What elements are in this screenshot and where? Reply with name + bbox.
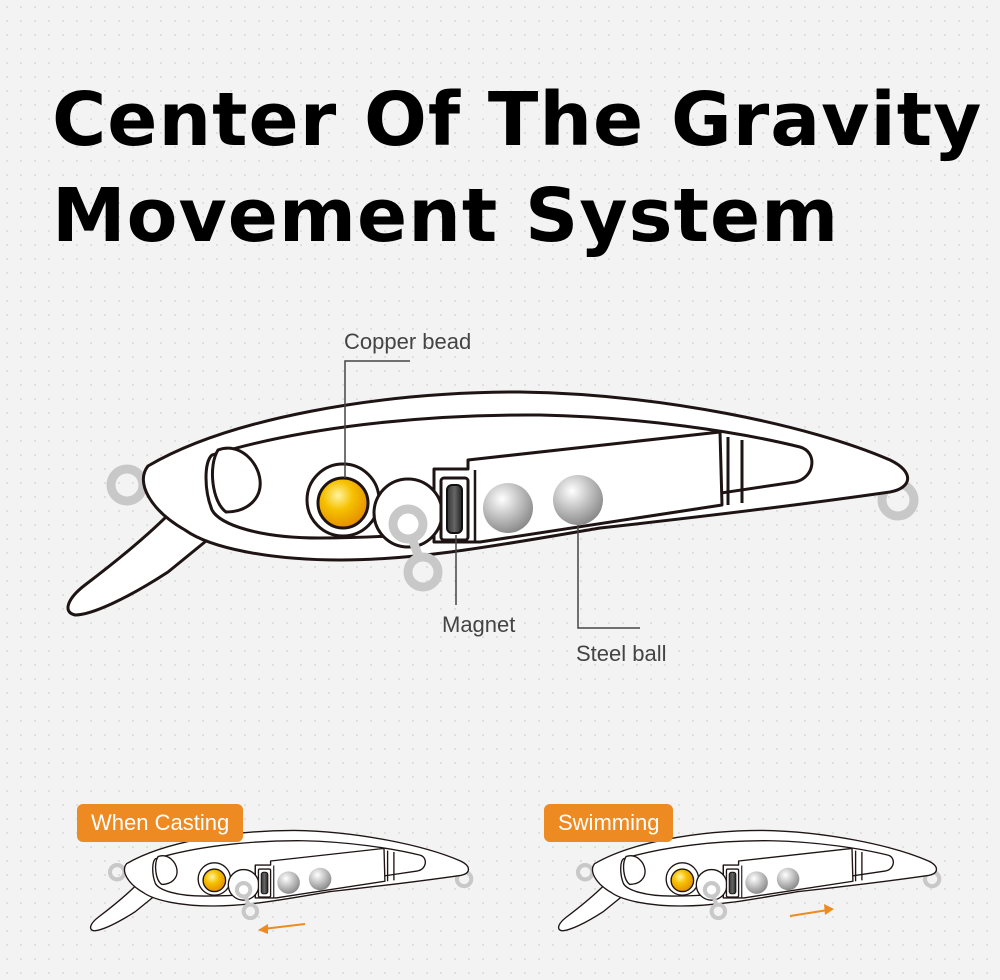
steel-ball-label: Steel ball (576, 641, 667, 666)
when-casting-badge: When Casting (77, 804, 244, 842)
main-lure (68, 392, 914, 615)
copper-bead-label: Copper bead (344, 329, 472, 354)
magnet-label: Magnet (442, 612, 516, 637)
title-line-2: Movement System (52, 173, 840, 259)
swimming-badge: Swimming (544, 804, 674, 842)
steel-ball-callout (577, 525, 640, 629)
swimming-lure (559, 830, 940, 930)
swimming-arrow (789, 904, 834, 917)
title-line-1: Center Of The Gravity (52, 77, 983, 163)
casting-arrow (258, 923, 306, 934)
casting-lure (91, 830, 472, 930)
page-title: Center Of The Gravity Movement System (52, 72, 982, 264)
copper-bead-callout (344, 360, 410, 478)
